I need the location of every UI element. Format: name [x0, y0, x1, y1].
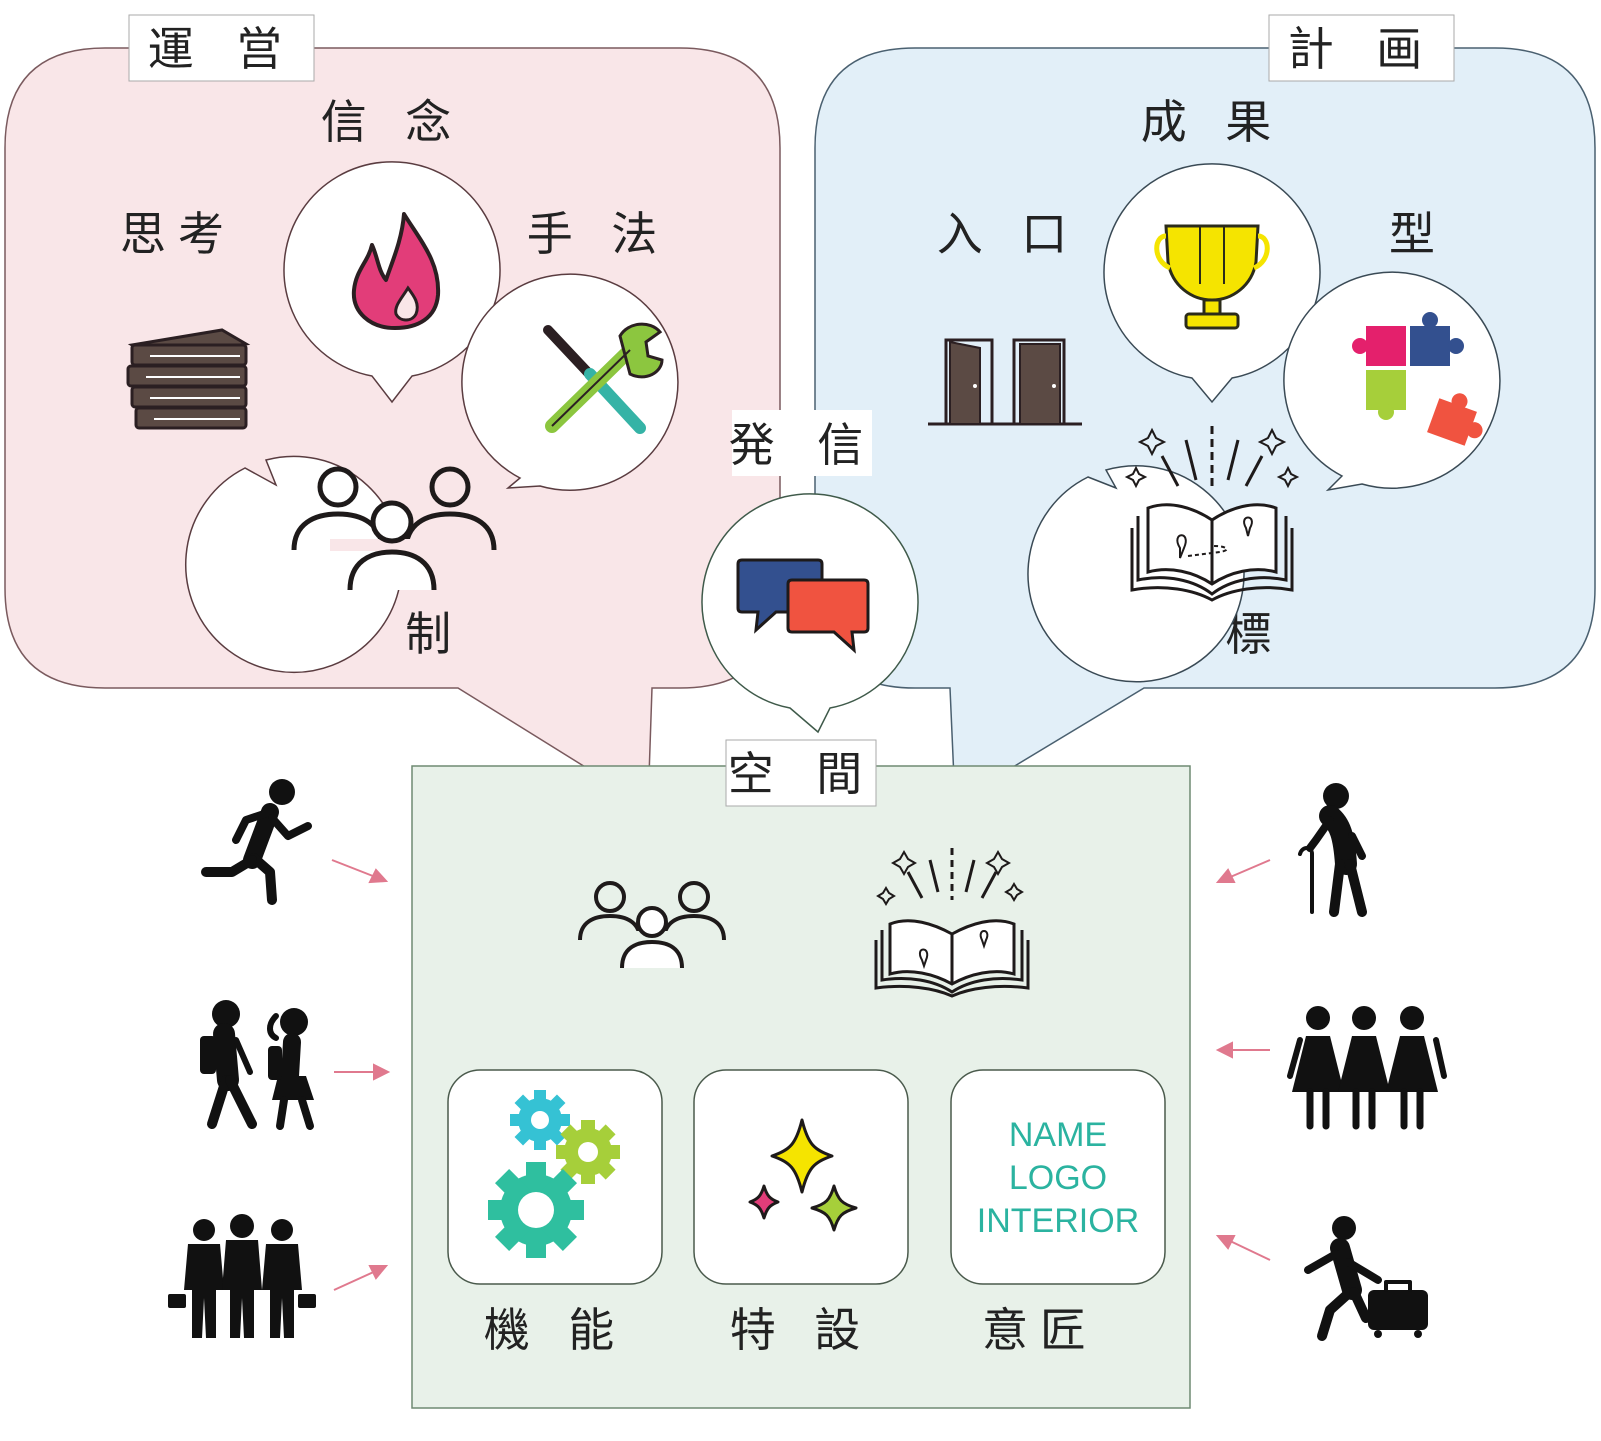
function-label: 機 能	[484, 1303, 627, 1357]
students-icon	[200, 1000, 314, 1130]
books-icon	[126, 328, 251, 430]
arrow-left-3	[333, 1269, 379, 1291]
gears-icon	[488, 1090, 620, 1258]
method-label: 手 法	[527, 207, 670, 261]
svg-text:計 画: 計 画	[1288, 22, 1437, 76]
trophy-icon	[1154, 224, 1270, 330]
puzzle-icon	[1352, 312, 1483, 446]
svg-text:運 営: 運 営	[148, 22, 297, 76]
operations-tag: 運 営	[128, 14, 315, 82]
belief-label: 信 念	[321, 95, 464, 149]
chat-bubbles-icon	[736, 558, 870, 654]
arrow-right-1	[1227, 859, 1271, 879]
space-map-book-icon	[874, 848, 1030, 998]
thinking-label: 思考	[120, 207, 236, 261]
arrows	[331, 859, 1271, 1291]
businessmen-icon	[168, 1214, 316, 1338]
communication-bubble	[701, 493, 919, 734]
result-label: 成 果	[1141, 95, 1284, 149]
form-bubble	[1283, 271, 1501, 492]
women-group-icon	[1287, 1006, 1447, 1130]
flame-icon	[351, 212, 441, 330]
method-bubble	[461, 273, 679, 491]
goal-map-book-icon	[1124, 426, 1300, 602]
form-label: 型	[1389, 207, 1447, 261]
sparkles-icon	[748, 1118, 858, 1232]
space-tag: 空 間	[725, 739, 877, 807]
arrow-right-3	[1227, 1239, 1271, 1261]
design-label: 意匠	[982, 1303, 1098, 1357]
svg-text:発 信: 発 信	[729, 418, 878, 472]
elderly-icon	[1298, 783, 1367, 917]
arrow-left-1	[331, 859, 379, 879]
runner-icon	[201, 779, 312, 905]
function-card	[447, 1069, 663, 1285]
traveler-icon	[1304, 1216, 1428, 1341]
design-card-logo: LOGO	[1009, 1159, 1107, 1197]
special-card	[693, 1069, 909, 1285]
doors-icon	[928, 338, 1082, 426]
entrance-label: 入 口	[937, 207, 1080, 261]
tools-icon	[543, 322, 664, 434]
planning-tag: 計 画	[1268, 14, 1455, 82]
system-group-icon	[291, 466, 497, 591]
belief-bubble	[283, 161, 501, 404]
space-group-icon	[578, 881, 726, 969]
result-bubble	[1103, 163, 1321, 404]
design-card-interior: INTERIOR	[977, 1202, 1139, 1240]
special-label: 特 設	[730, 1303, 873, 1357]
communication-tag: 発 信	[729, 410, 878, 476]
thinking-bubble	[126, 328, 403, 674]
design-card: NAME LOGO INTERIOR	[950, 1069, 1166, 1285]
planning-panel	[814, 47, 1596, 804]
svg-text:空 間: 空 間	[728, 747, 877, 801]
design-card-name: NAME	[1009, 1116, 1107, 1154]
